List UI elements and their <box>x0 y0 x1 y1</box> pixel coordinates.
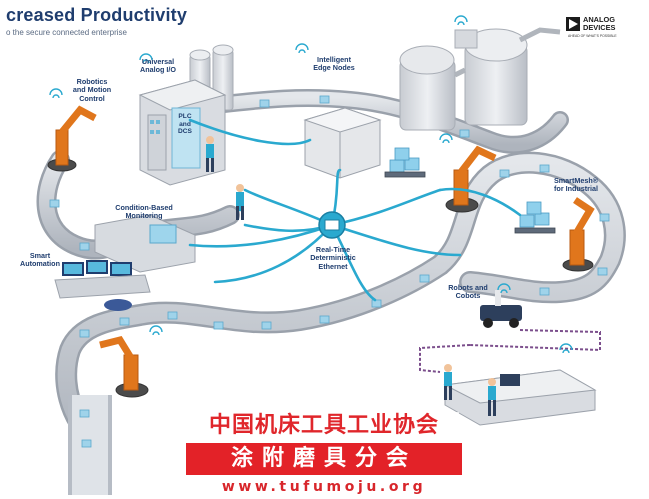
storage-tanks <box>399 27 561 131</box>
label-condition-monitoring: Condition-Based Monitoring <box>115 203 173 221</box>
ethernet-switch <box>318 211 346 239</box>
plc-cabinet <box>138 79 227 186</box>
workers <box>206 136 496 416</box>
watermark-branch: 涂附磨具分会 <box>186 443 462 475</box>
robot-arms <box>47 105 595 398</box>
packing-station <box>443 369 597 426</box>
control-console <box>54 260 151 311</box>
page-subtitle: o the secure connected enterprise <box>6 28 127 37</box>
label-smartmesh: SmartMesh® for Industrial <box>553 176 599 194</box>
label-smart-automation: Smart Automation <box>20 251 60 269</box>
edge-node-server <box>303 107 382 179</box>
brand-name: ANALOG DEVICES <box>583 15 616 32</box>
label-plc: PLC and DCS <box>178 113 192 136</box>
wireless-icons <box>49 15 573 354</box>
label-edge-nodes: Intelligent Edge Nodes <box>313 55 355 73</box>
pallet-boxes <box>384 147 556 234</box>
brand-tagline: AHEAD OF WHAT'S POSSIBLE <box>568 34 617 38</box>
label-cobots: Robots and Cobots <box>448 283 488 301</box>
label-robotics: Robotics and Motion Control <box>72 77 112 103</box>
monitoring-station <box>94 214 196 273</box>
watermark-organization: 中国机床工具工业协会 <box>189 412 459 440</box>
mobile-cobot <box>480 290 522 328</box>
label-universal-io: Universal Analog I/O <box>140 57 176 75</box>
analog-devices-logo: ANALOG DEVICES AHEAD OF WHAT'S POSSIBLE <box>566 15 644 39</box>
page-title: creased Productivity <box>6 5 188 25</box>
label-ethernet: Real-Time Deterministic Ethernet <box>310 245 356 271</box>
triangle-logo-icon <box>566 17 580 31</box>
watermark-url: www.tufumoju.org <box>186 478 462 496</box>
cobot-path <box>419 329 601 373</box>
